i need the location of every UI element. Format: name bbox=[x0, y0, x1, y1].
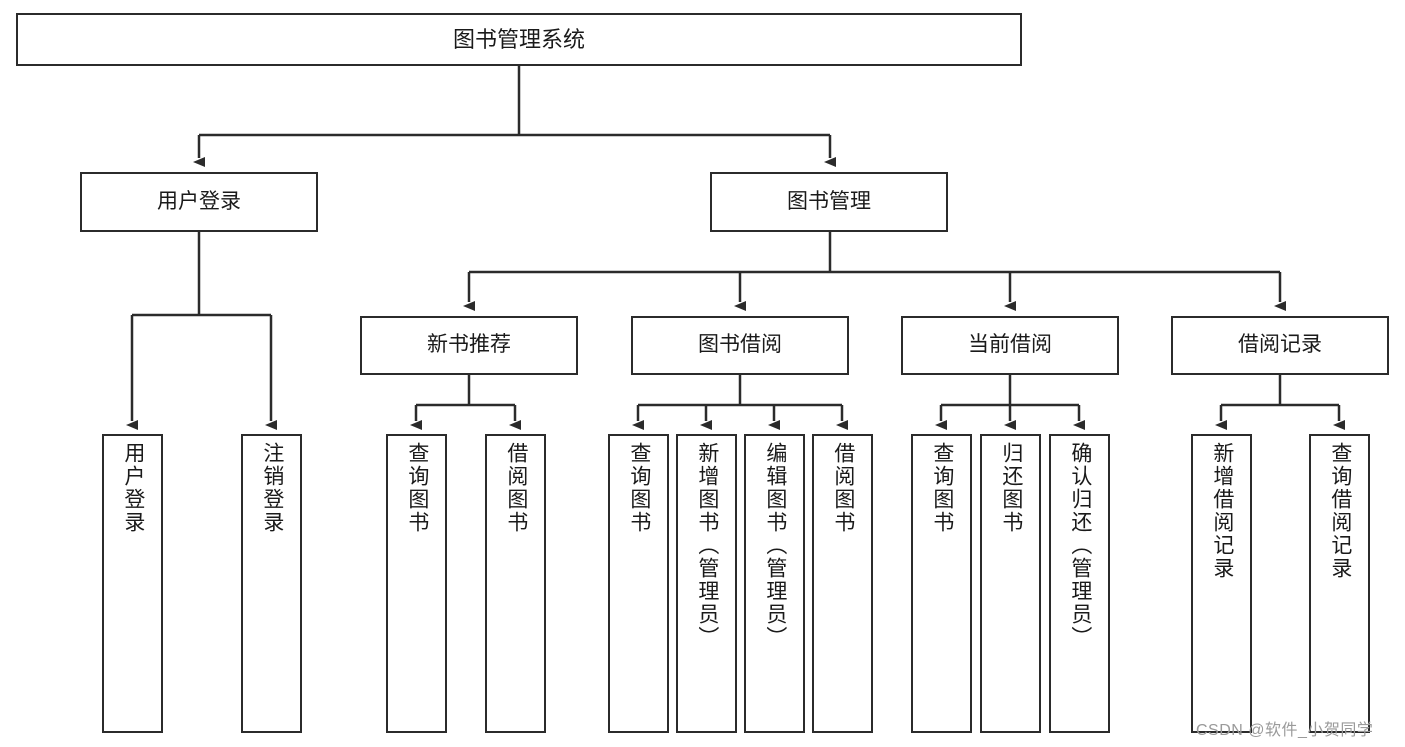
leaf-add-book-admin[interactable]: 新增图书（管理员） bbox=[676, 434, 737, 733]
leaf-query-book-borrow[interactable]: 查询图书 bbox=[608, 434, 669, 733]
csdn-watermark: CSDN @软件_小贺同学 bbox=[1196, 722, 1374, 739]
node-label: 图书管理 bbox=[787, 189, 871, 213]
node-borrow-record[interactable]: 借阅记录 bbox=[1171, 316, 1389, 375]
node-label: 查询图书 bbox=[627, 442, 651, 534]
node-root-book-management-system[interactable]: 图书管理系统 bbox=[16, 13, 1022, 66]
leaf-edit-book-admin[interactable]: 编辑图书（管理员） bbox=[744, 434, 805, 733]
leaf-query-book-current[interactable]: 查询图书 bbox=[911, 434, 972, 733]
node-label: 查询图书 bbox=[930, 442, 954, 534]
node-label: 编辑图书（管理员） bbox=[763, 442, 787, 649]
node-label: 用户登录 bbox=[157, 189, 241, 213]
node-label: 图书管理系统 bbox=[452, 26, 585, 52]
node-label: 当前借阅 bbox=[968, 333, 1052, 357]
node-label: 用户登录 bbox=[121, 442, 145, 534]
leaf-confirm-return-admin[interactable]: 确认归还（管理员） bbox=[1049, 434, 1110, 733]
node-new-book-recommend[interactable]: 新书推荐 bbox=[360, 316, 578, 375]
node-label: 确认归还（管理员） bbox=[1068, 442, 1092, 649]
node-user-login[interactable]: 用户登录 bbox=[80, 172, 318, 232]
node-label: 注销登录 bbox=[260, 442, 284, 534]
node-label: 归还图书 bbox=[999, 442, 1023, 534]
node-label: 借阅图书 bbox=[504, 442, 528, 534]
node-label: 查询图书 bbox=[405, 442, 429, 534]
node-label: 借阅记录 bbox=[1238, 333, 1322, 357]
leaf-borrow-book[interactable]: 借阅图书 bbox=[812, 434, 873, 733]
leaf-add-borrow-record[interactable]: 新增借阅记录 bbox=[1191, 434, 1252, 733]
node-label: 新书推荐 bbox=[427, 333, 511, 357]
node-book-management[interactable]: 图书管理 bbox=[710, 172, 948, 232]
node-label: 图书借阅 bbox=[698, 333, 782, 357]
node-book-borrow[interactable]: 图书借阅 bbox=[631, 316, 849, 375]
node-label: 新增图书（管理员） bbox=[695, 442, 719, 649]
leaf-logout[interactable]: 注销登录 bbox=[241, 434, 302, 733]
node-label: 借阅图书 bbox=[831, 442, 855, 534]
leaf-query-book-newbook[interactable]: 查询图书 bbox=[386, 434, 447, 733]
leaf-borrow-book-newbook[interactable]: 借阅图书 bbox=[485, 434, 546, 733]
node-label: 查询借阅记录 bbox=[1328, 442, 1352, 580]
leaf-user-login[interactable]: 用户登录 bbox=[102, 434, 163, 733]
leaf-query-borrow-record[interactable]: 查询借阅记录 bbox=[1309, 434, 1370, 733]
leaf-return-book[interactable]: 归还图书 bbox=[980, 434, 1041, 733]
node-current-borrow[interactable]: 当前借阅 bbox=[901, 316, 1119, 375]
node-label: 新增借阅记录 bbox=[1210, 442, 1234, 580]
